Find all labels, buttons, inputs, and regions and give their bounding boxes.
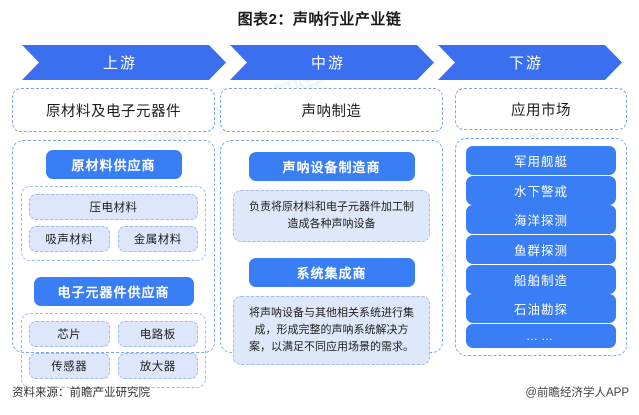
application-military-vessel: 军用舰艇 [466, 146, 616, 175]
application-more: …… [466, 323, 616, 348]
supplier-pill-electronic-components: 电子元器件供应商 [33, 277, 194, 306]
chip-metal-material: 金属材料 [117, 226, 198, 252]
chip-sound-absorbing: 吸声材料 [29, 226, 110, 252]
stage-label-midstream: 中游 [310, 55, 345, 72]
stage-band: 上游 中游 下游 [22, 45, 622, 80]
application-underwater-surveillance: 水下警戒 [466, 175, 616, 205]
supplier-pill-raw-material: 原材料供应商 [45, 150, 182, 179]
column-header-downstream: 应用市场 [455, 88, 627, 130]
brand-watermark: @前瞻经济学人APP [525, 387, 629, 399]
chip-row: 压电材料 [29, 194, 198, 220]
column-midstream: 声呐制造 声呐设备制造商 负责将原材料和电子元器件加工制造成各种声呐设备 系统集… [220, 88, 443, 366]
chip-sensor: 传感器 [29, 353, 110, 379]
chip-group-raw-material: 压电材料 吸声材料 金属材料 [21, 186, 206, 261]
stage-arrow-upstream: 上游 [22, 45, 226, 80]
role-desc-equipment-manufacturer: 负责将原材料和电子元器件加工制造成各种声呐设备 [233, 190, 430, 243]
column-header-upstream: 原材料及电子元器件 [12, 88, 215, 132]
application-fish-detection: 鱼群探测 [466, 234, 616, 264]
column-downstream: 应用市场 军用舰艇 水下警戒 海洋探测 鱼群探测 船舶制造 石油勘探 …… [455, 88, 627, 356]
chip-row: 吸声材料 金属材料 [29, 226, 198, 252]
chip-chip: 芯片 [29, 321, 110, 347]
role-pill-system-integrator: 系统集成商 [248, 258, 415, 288]
source-note: 资料来源：前瞻产业研究院 [12, 387, 150, 399]
role-desc-system-integrator: 将声呐设备与其他相关系统进行集成，形成完整的声呐系统解决方案，以满足不同应用场景… [233, 296, 430, 366]
chip-row: 芯片 电路板 [29, 321, 198, 347]
application-oil-exploration: 石油勘探 [466, 294, 616, 324]
column-body-upstream: 原材料供应商 压电材料 吸声材料 金属材料 电子元器件供应商 芯片 电路板 传感… [12, 140, 215, 388]
column-body-midstream: 声呐设备制造商 负责将原材料和电子元器件加工制造成各种声呐设备 系统集成商 将声… [220, 140, 443, 366]
columns-area: 原材料及电子元器件 原材料供应商 压电材料 吸声材料 金属材料 电子元器件供应商… [12, 88, 627, 388]
chip-circuit-board: 电路板 [117, 321, 198, 347]
stage-label-downstream: 下游 [508, 55, 543, 72]
column-upstream: 原材料及电子元器件 原材料供应商 压电材料 吸声材料 金属材料 电子元器件供应商… [12, 88, 215, 388]
role-pill-equipment-manufacturer: 声呐设备制造商 [248, 152, 415, 181]
chip-row: 传感器 放大器 [29, 353, 198, 379]
application-ocean-exploration: 海洋探测 [466, 205, 616, 235]
chip-amplifier: 放大器 [117, 353, 198, 379]
application-shipbuilding: 船舶制造 [466, 264, 616, 294]
chip-group-electronic-components: 芯片 电路板 传感器 放大器 [21, 313, 206, 388]
chart-title: 图表2：声呐行业产业链 [237, 11, 402, 28]
stage-arrow-midstream: 中游 [230, 45, 434, 80]
column-header-midstream: 声呐制造 [220, 88, 443, 132]
chip-piezoelectric: 压电材料 [29, 194, 198, 220]
column-body-downstream: 军用舰艇 水下警戒 海洋探测 鱼群探测 船舶制造 石油勘探 …… [455, 138, 627, 356]
stage-label-upstream: 上游 [102, 55, 137, 72]
stage-arrow-downstream: 下游 [438, 45, 622, 80]
